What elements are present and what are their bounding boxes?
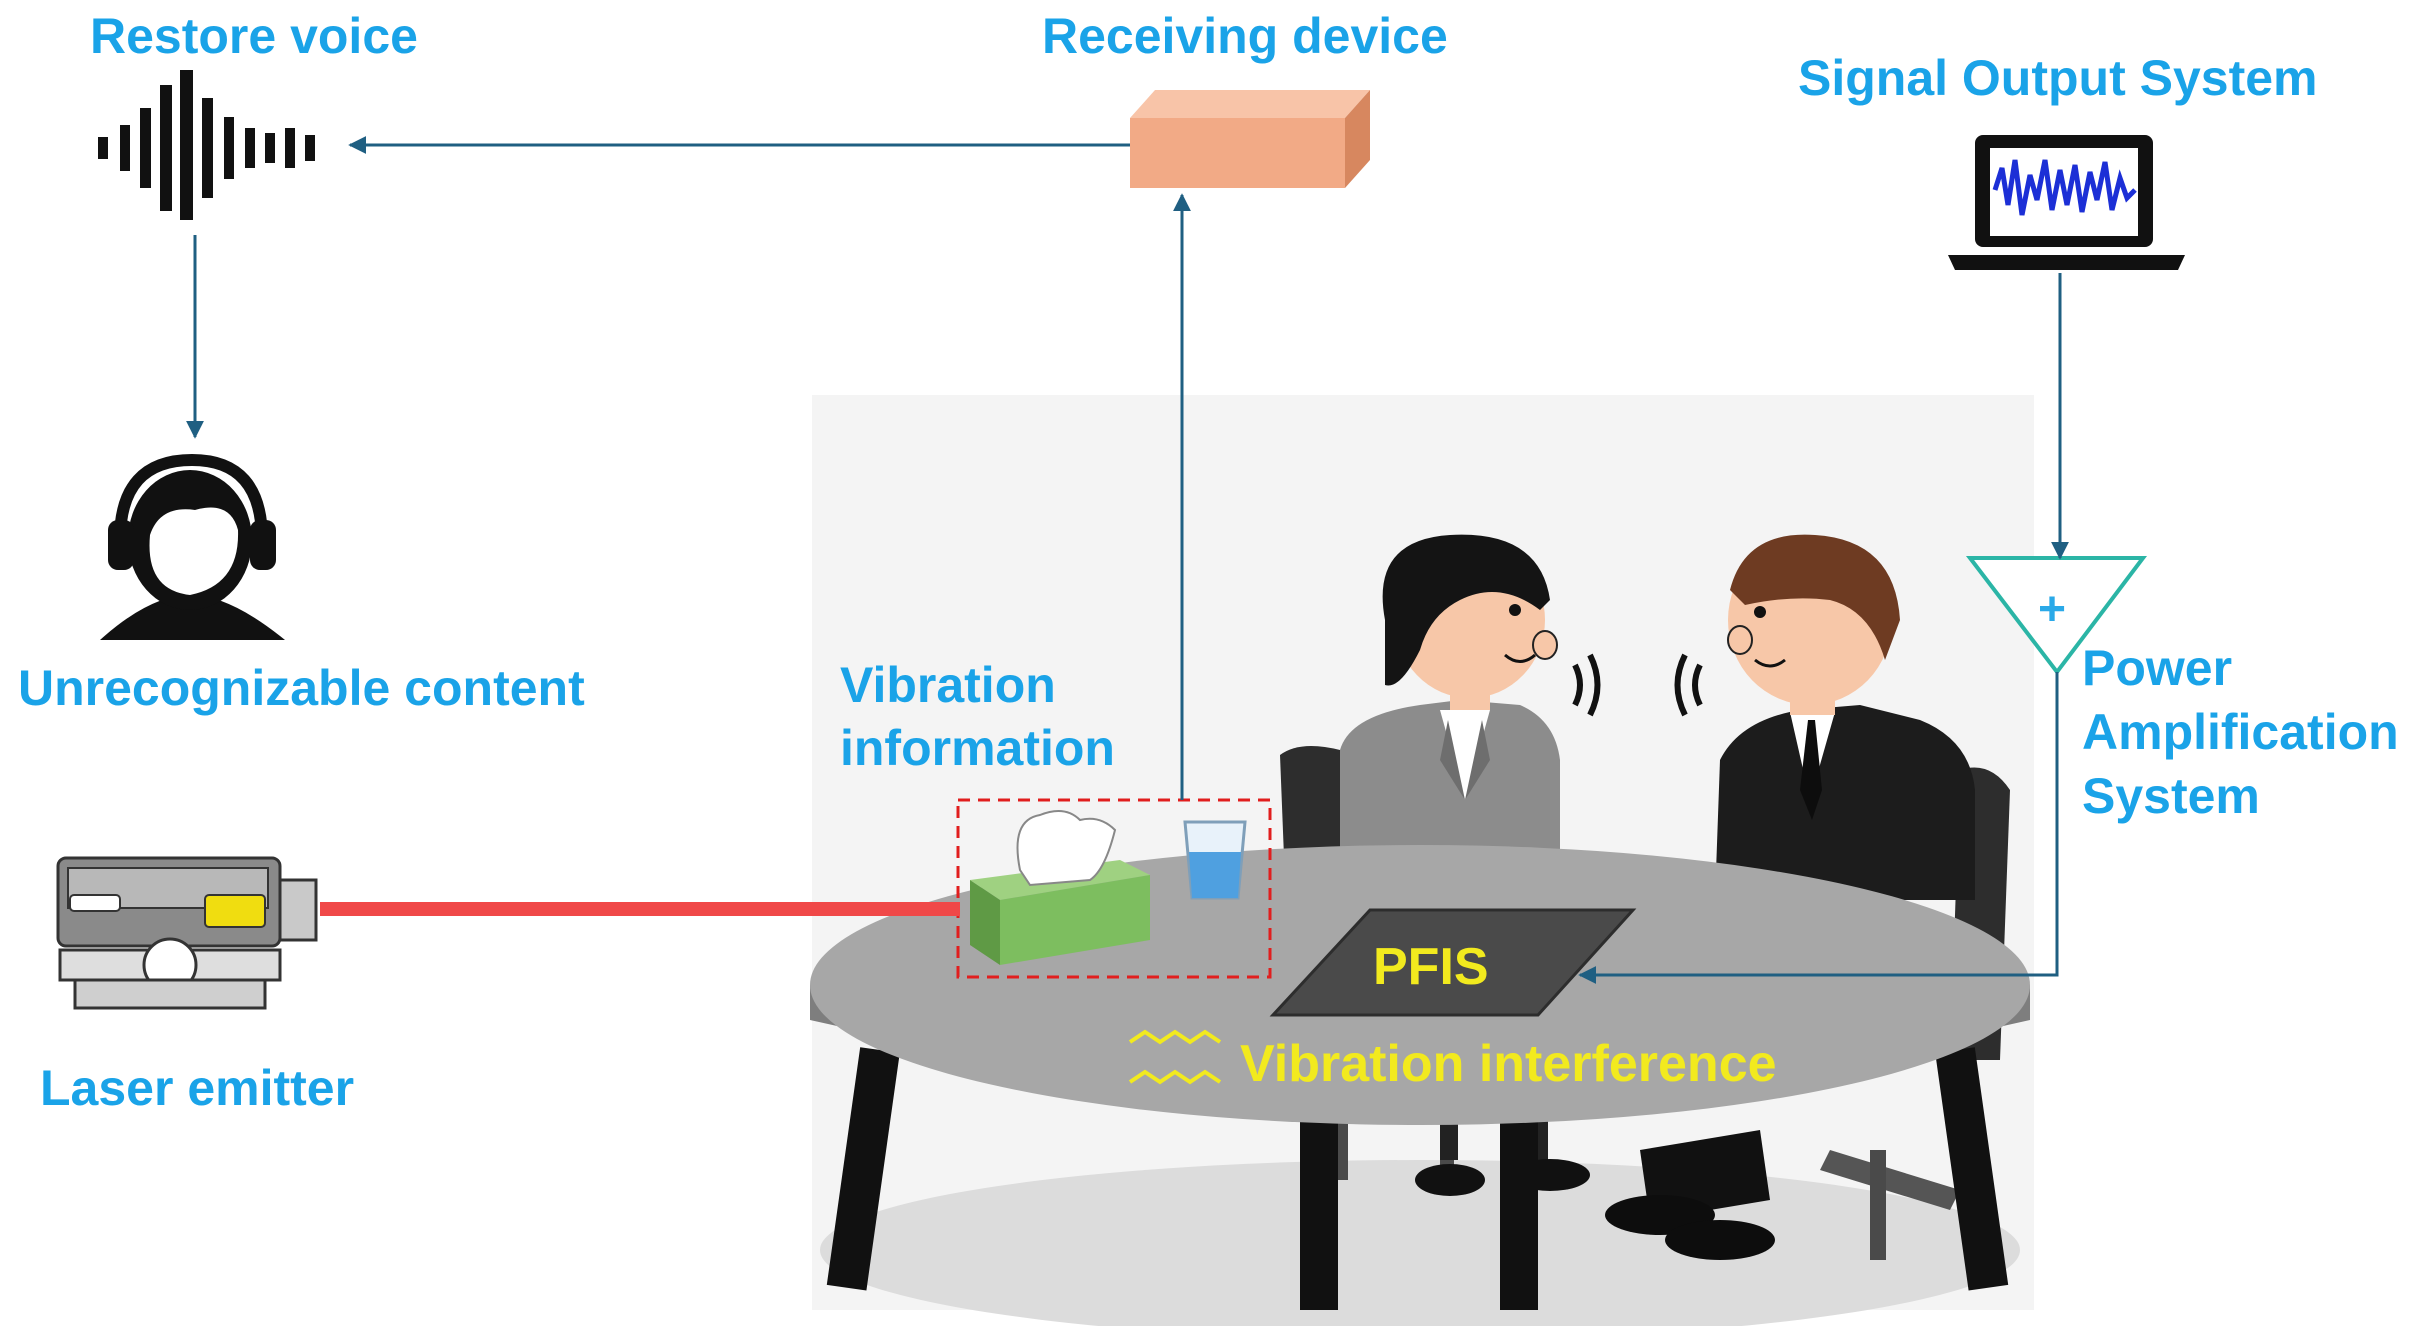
vibration-interference-icon: [1128, 1029, 1222, 1085]
laser-beam: [320, 902, 960, 916]
speech-wave-left-icon: [1572, 653, 1601, 717]
speech-wave-right-icon: [1674, 653, 1703, 717]
amplifier-plus-symbol: +: [2038, 583, 2067, 636]
label-receiving-device: Receiving device: [1042, 8, 1448, 64]
label-laser-emitter: Laser emitter: [40, 1060, 355, 1116]
receiving-device-box: [1130, 90, 1370, 188]
label-vibration-information-line2: information: [840, 720, 1115, 776]
headset-user-icon: [100, 453, 285, 640]
label-signal-output-system: Signal Output System: [1798, 50, 2318, 106]
vibration-source-frame: [956, 798, 1272, 979]
label-vibration-information-line1: Vibration: [840, 657, 1056, 713]
water-glass-icon: [1183, 820, 1247, 900]
laser-emitter-icon: [56, 856, 960, 1010]
label-restore-voice: Restore voice: [90, 8, 418, 64]
woman-figure: [1340, 534, 1590, 1196]
tissue-box-icon: [970, 810, 1150, 965]
man-figure: [1605, 534, 1975, 1260]
label-power-amplification-line3: System: [2082, 768, 2260, 824]
label-power-amplification-line2: Amplification: [2082, 704, 2399, 760]
arrow-amplifier-to-pfis: [1578, 672, 2059, 984]
label-vibration-interference: Vibration interference: [1240, 1035, 1777, 1093]
label-unrecognizable-content: Unrecognizable content: [18, 660, 585, 716]
meeting-scene: [810, 395, 2034, 1326]
label-power-amplification-line1: Power: [2082, 640, 2233, 696]
laptop-icon: [1948, 135, 2185, 270]
label-pfis: PFIS: [1373, 938, 1489, 996]
flow-arrows: [186, 136, 2069, 984]
pfis-panel: [1269, 908, 1637, 1017]
sound-wave-icon: [98, 70, 315, 220]
